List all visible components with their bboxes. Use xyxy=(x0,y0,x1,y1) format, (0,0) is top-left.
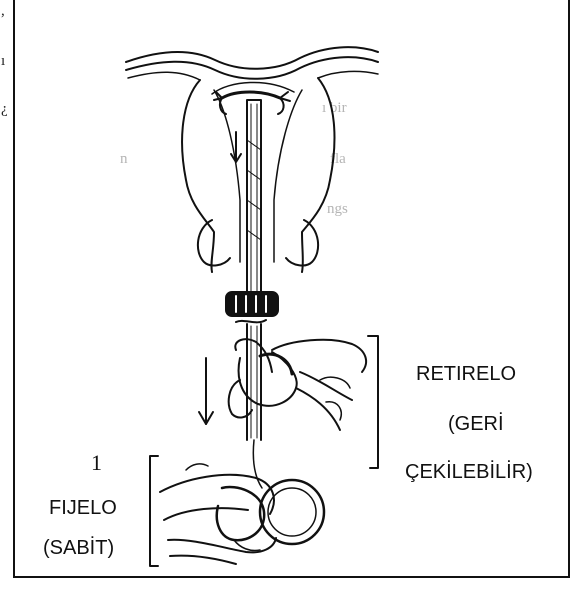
upper-hand xyxy=(229,339,366,430)
fixed-label: FIJELO xyxy=(49,498,117,518)
retract-label-translation-2: ÇEKİLEBİLİR) xyxy=(405,462,533,482)
iud-arms xyxy=(214,92,290,114)
retract-label: RETIRELO xyxy=(416,364,516,384)
faded-text: ngs xyxy=(327,201,348,217)
faded-text: ı bir xyxy=(322,100,347,116)
faded-text: n xyxy=(120,151,128,167)
inserter-tube xyxy=(231,100,261,300)
depth-flange xyxy=(226,292,278,322)
withdraw-arrow xyxy=(199,358,213,424)
step-number: 1 xyxy=(91,452,102,474)
retract-bracket xyxy=(368,336,378,468)
lower-hand-with-ring xyxy=(160,464,324,564)
fixed-label-translation: (SABİT) xyxy=(43,538,114,558)
retract-label-translation-1: (GERİ xyxy=(448,414,504,434)
fixed-bracket xyxy=(150,456,158,566)
